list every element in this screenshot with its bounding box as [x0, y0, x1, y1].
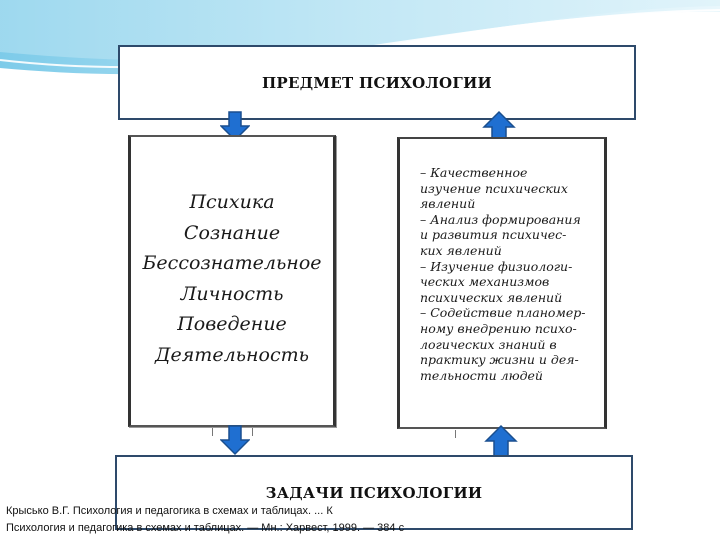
- scan-tick-mark: [252, 428, 253, 436]
- citation-line-2: Психология и педагогика в схемах и табли…: [6, 522, 405, 534]
- task-text-line: логических знаний в: [420, 336, 557, 352]
- scan-tick-mark: [455, 430, 456, 438]
- list-item: Личность: [180, 282, 284, 305]
- task-text-line: тельности людей: [420, 367, 543, 383]
- tasks-title: ЗАДАЧИ ПСИХОЛОГИИ: [265, 484, 483, 502]
- task-text-line: – Содействие планомер-: [420, 305, 586, 321]
- arrow-down-icon: [220, 111, 250, 142]
- arrow-up-icon: [484, 424, 518, 457]
- list-item: Сознание: [183, 221, 281, 244]
- task-text-line: практику жизни и дея-: [420, 352, 579, 368]
- task-text-line: явлений: [420, 196, 476, 212]
- scan-tick-mark: [212, 428, 213, 436]
- subject-box: ПРЕДМЕТ ПСИХОЛОГИИ: [118, 45, 636, 120]
- tasks-box: ЗАДАЧИ ПСИХОЛОГИИ: [115, 455, 633, 530]
- list-item: Поведение: [177, 313, 287, 335]
- task-text-line: и развития психичес-: [420, 227, 567, 243]
- tasks-list-panel: – Качественное изучение психических явле…: [397, 137, 607, 429]
- subject-list-panel: Психика Сознание Бессознательное Личност…: [128, 135, 336, 427]
- citation-line-1: Крысько В.Г. Психология и педагогика в с…: [6, 505, 333, 517]
- list-item: Психика: [189, 191, 275, 213]
- subject-title: ПРЕДМЕТ ПСИХОЛОГИИ: [261, 73, 493, 92]
- arrow-down-icon: [220, 425, 250, 456]
- subject-list: Психика Сознание Бессознательное Личност…: [131, 137, 333, 370]
- task-text-line: – Анализ формирования: [420, 211, 581, 227]
- task-text-line: изучение психических: [420, 180, 568, 196]
- list-item: Деятельность: [155, 343, 309, 366]
- task-text-line: ному внедрению психо-: [420, 320, 577, 336]
- list-item: Бессознательное: [142, 252, 322, 274]
- task-text-line: ких явлений: [420, 242, 502, 258]
- task-text-line: – Изучение физиологи-: [420, 258, 573, 274]
- task-text-line: психических явлений: [420, 289, 563, 305]
- task-text-line: ческих механизмов: [420, 274, 550, 290]
- task-text-line: – Качественное: [420, 165, 528, 180]
